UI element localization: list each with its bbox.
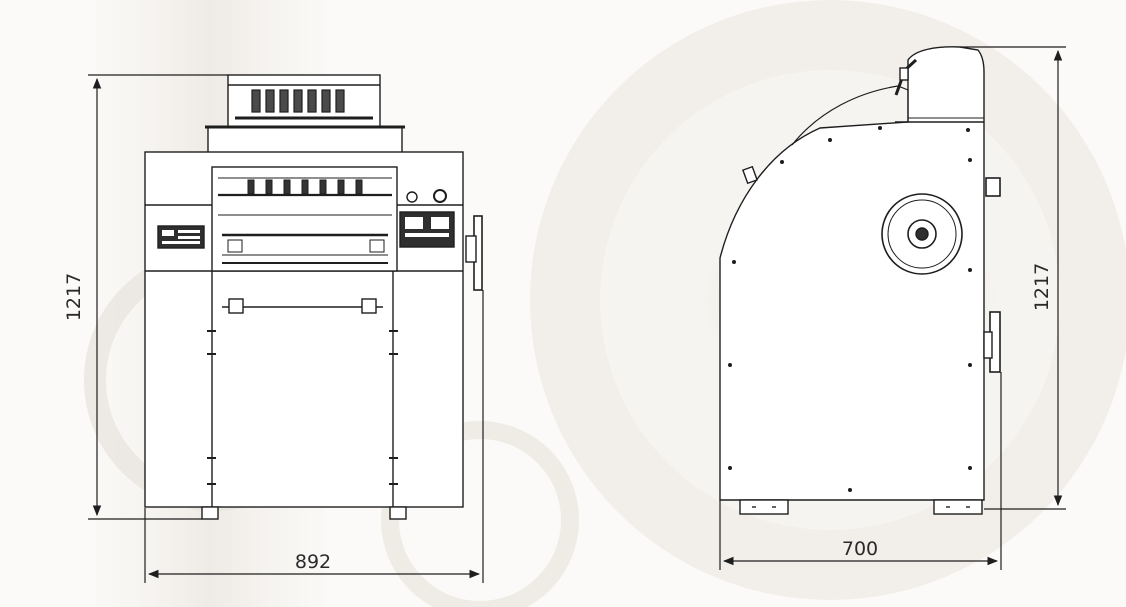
- side-height-dimension: [960, 46, 1066, 510]
- control-panel: [399, 189, 455, 248]
- wire-reel: [881, 193, 963, 275]
- side-handwheel: [983, 311, 1001, 373]
- handwheel: [465, 215, 483, 291]
- front-width-dimension: [144, 290, 484, 583]
- side-depth-label: 700: [842, 538, 878, 560]
- front-width-label: 892: [295, 551, 331, 573]
- side-depth-dimension: [719, 372, 1002, 570]
- mechanism-detail: [218, 177, 392, 264]
- side-height-label: 1217: [1031, 263, 1053, 311]
- stitching-heads: [251, 89, 345, 113]
- panel-fasteners: [207, 330, 398, 485]
- side-view: [719, 46, 1001, 515]
- rivets: [728, 126, 972, 492]
- side-body-outline: [719, 46, 985, 501]
- front-height-label: 1217: [63, 273, 85, 321]
- front-view: [144, 74, 483, 520]
